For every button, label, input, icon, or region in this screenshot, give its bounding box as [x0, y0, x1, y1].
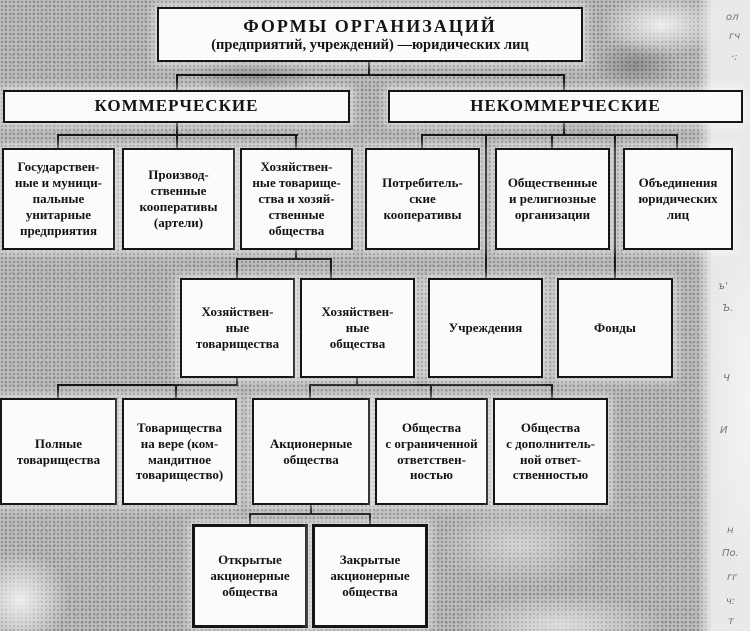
- connector-line: [309, 384, 311, 398]
- connector-line: [236, 258, 332, 260]
- connector-line: [176, 74, 178, 90]
- node-production-cooperatives: Производ- ственные кооперативы (артели): [122, 148, 235, 250]
- connector-line: [430, 384, 432, 398]
- node-forms-of-organizations: ФОРМЫ ОРГАНИЗАЦИЙ (предприятий, учрежден…: [157, 7, 583, 62]
- connector-line: [57, 134, 298, 136]
- node-label: Фонды: [594, 320, 636, 336]
- margin-mark: ·:: [731, 52, 738, 63]
- node-business-partnerships-and-societies: Хозяйствен- ные товарище- ства и хозяй- …: [240, 148, 353, 250]
- margin-mark: ч:: [726, 596, 736, 607]
- connector-line: [676, 134, 678, 148]
- margin-mark: ол: [726, 12, 739, 23]
- node-label: Общественные и религиозные организации: [507, 175, 598, 222]
- node-label: Производ- ственные кооперативы (артели): [139, 167, 218, 230]
- diagram-subtitle: (предприятий, учреждений) —юридических л…: [211, 37, 529, 54]
- node-additional-liability-companies: Общества с дополнитель- ной ответ- ствен…: [493, 398, 608, 505]
- node-open-joint-stock-companies: Открытые акционерные общества: [192, 524, 308, 628]
- margin-mark: н: [727, 525, 734, 536]
- connector-line: [295, 134, 297, 148]
- node-label: КОММЕРЧЕСКИЕ: [94, 96, 259, 116]
- node-label: Общества с ограниченной ответствен- ност…: [385, 419, 478, 483]
- node-label: Открытые акционерные общества: [210, 552, 290, 599]
- node-state-municipal-unitary-enterprises: Государствен- ные и муници- пальные унит…: [2, 148, 115, 250]
- margin-mark: гч: [729, 31, 741, 42]
- margin-mark: ъ': [718, 281, 728, 292]
- node-label: Хозяйствен- ные товарищества: [195, 304, 280, 351]
- node-label: Акционерные общества: [269, 435, 353, 467]
- node-commercial: КОММЕРЧЕСКИЕ: [3, 90, 350, 123]
- connector-line: [176, 74, 565, 76]
- connector-line: [551, 384, 553, 398]
- margin-mark: Ч: [723, 373, 730, 384]
- node-label: Хозяйствен- ные общества: [321, 304, 394, 351]
- margin-mark: т: [728, 616, 734, 627]
- connector-line: [330, 258, 332, 278]
- node-full-partnerships: Полные товарищества: [0, 398, 117, 505]
- connector-line: [236, 258, 238, 278]
- node-label: Государствен- ные и муници- пальные унит…: [14, 159, 103, 238]
- diagram-title: ФОРМЫ ОРГАНИЗАЦИЙ: [243, 15, 497, 36]
- connector-line: [57, 384, 59, 398]
- connector-line: [369, 513, 371, 524]
- connector-line: [57, 134, 59, 148]
- node-institutions: Учреждения: [428, 278, 543, 378]
- node-consumer-cooperatives: Потребитель- ские кооперативы: [365, 148, 480, 250]
- node-funds: Фонды: [557, 278, 673, 378]
- node-noncommercial: НЕКОММЕРЧЕСКИЕ: [388, 90, 743, 123]
- node-label: Потребитель- ские кооперативы: [382, 175, 463, 222]
- node-label: Учреждения: [448, 320, 523, 336]
- node-label: Общества с дополнитель- ной ответ- ствен…: [506, 419, 595, 483]
- connector-line: [421, 134, 423, 148]
- node-label: НЕКОММЕРЧЕСКИЕ: [470, 96, 661, 116]
- connector-line: [249, 513, 251, 524]
- node-label: Товарищества на вере (ком- мандитное тов…: [135, 419, 224, 483]
- connector-line: [249, 513, 371, 515]
- node-associations-of-legal-entities: Объединения юридических лиц: [623, 148, 733, 250]
- node-label: Объединения юридических лиц: [638, 175, 718, 222]
- node-business-partnerships: Хозяйствен- ные товарищества: [180, 278, 295, 378]
- connector-line: [175, 384, 177, 398]
- connector-line: [57, 384, 238, 386]
- node-public-religious-organizations: Общественные и религиозные организации: [495, 148, 610, 250]
- margin-mark: гг: [727, 572, 738, 583]
- margin-mark: И: [720, 425, 728, 436]
- connector-line: [421, 134, 678, 136]
- node-label: Хозяйствен- ные товарище- ства и хозяй- …: [252, 159, 341, 238]
- node-limited-liability-companies: Общества с ограниченной ответствен- ност…: [375, 398, 488, 505]
- connector-line: [551, 134, 553, 148]
- connector-line: [614, 134, 616, 278]
- margin-mark: По.: [722, 548, 739, 559]
- node-label: Полные товарищества: [16, 435, 101, 467]
- node-limited-partnerships: Товарищества на вере (ком- мандитное тов…: [122, 398, 237, 505]
- connector-line: [485, 134, 487, 278]
- connector-line: [563, 74, 565, 90]
- node-joint-stock-companies: Акционерные общества: [252, 398, 370, 505]
- node-closed-joint-stock-companies: Закрытые акционерные общества: [312, 524, 428, 628]
- margin-mark: Ъ.: [722, 303, 734, 314]
- node-business-societies: Хозяйствен- ные общества: [300, 278, 415, 378]
- node-label: Закрытые акционерные общества: [330, 552, 410, 599]
